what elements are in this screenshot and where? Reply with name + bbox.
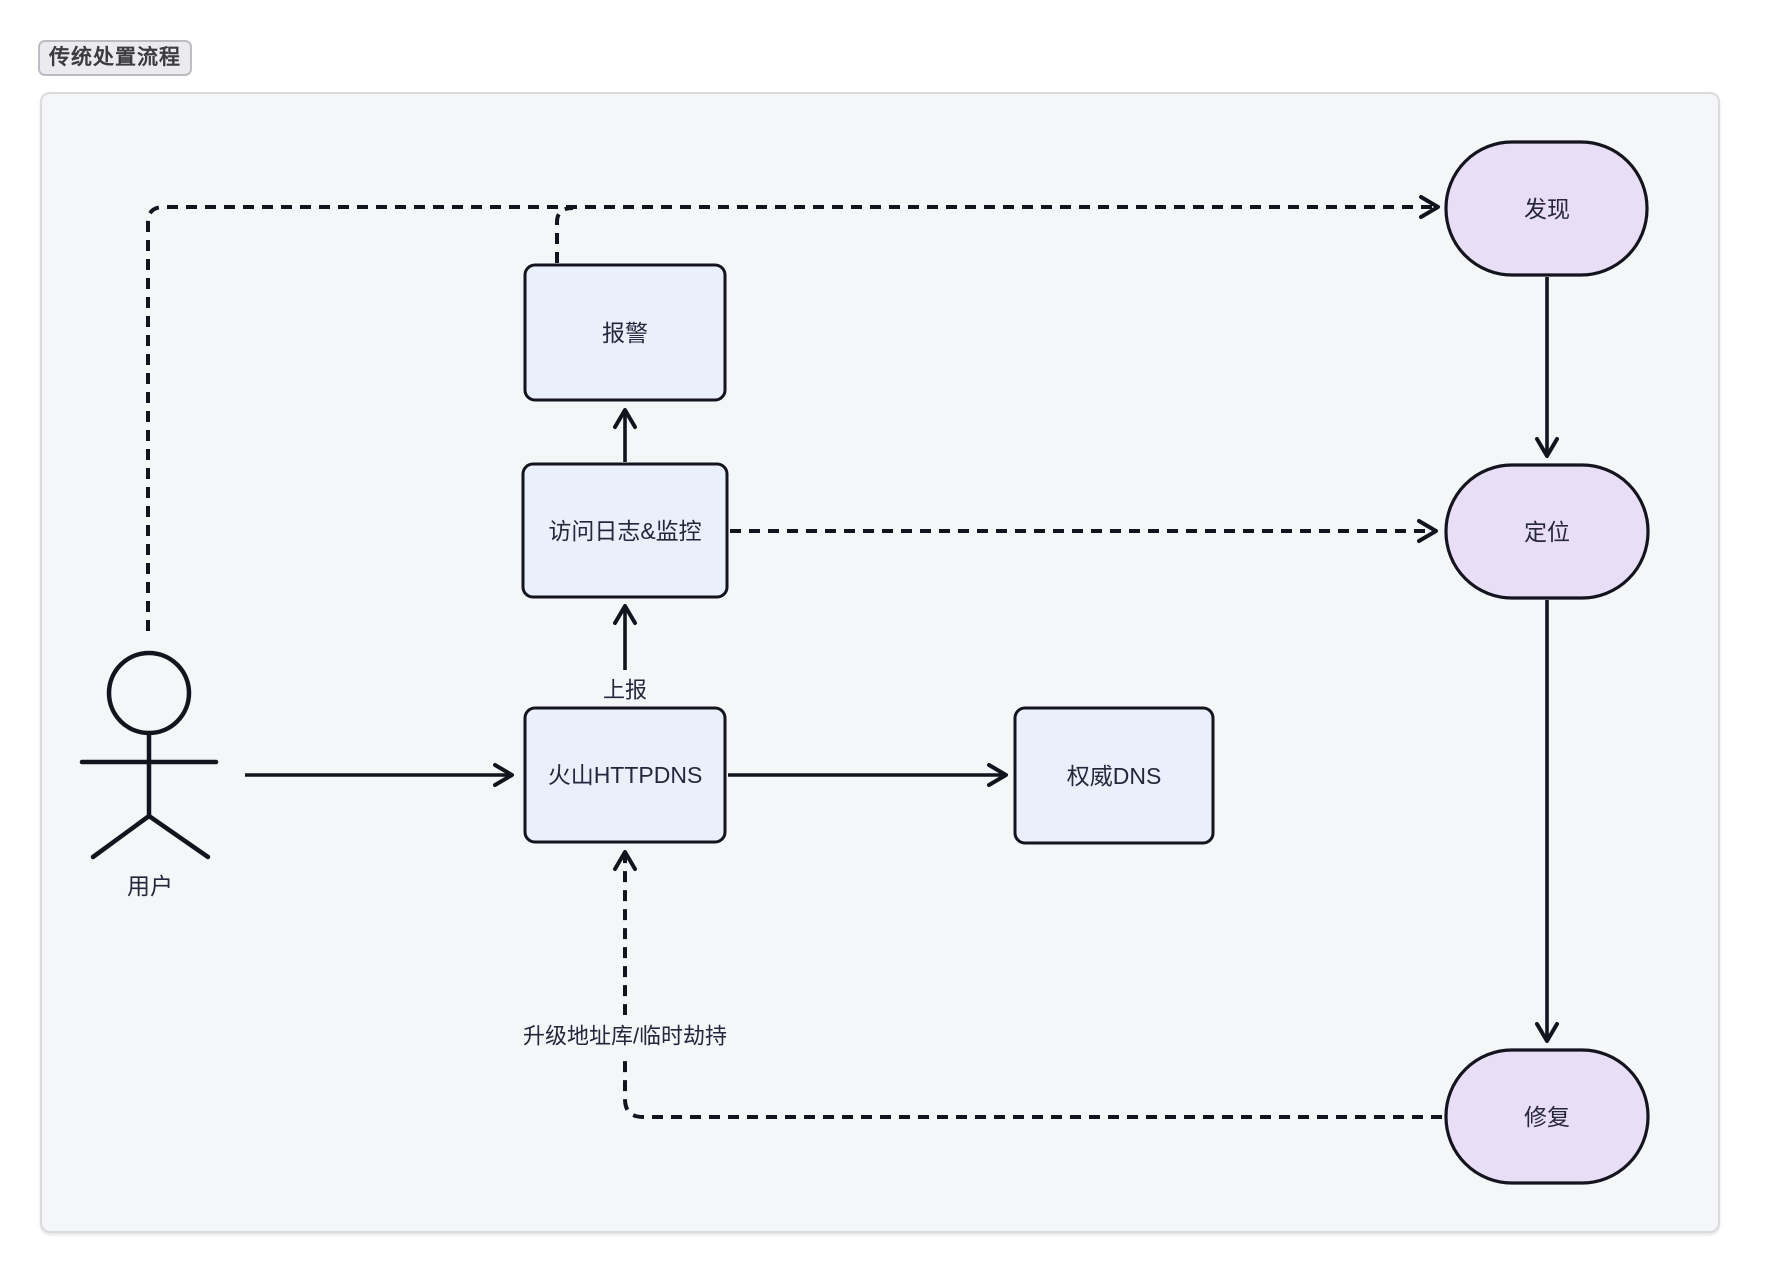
node-locate-label: 定位 <box>1524 519 1570 545</box>
user-head <box>106 650 192 736</box>
node-httpdns-label: 火山HTTPDNS <box>548 762 703 788</box>
node-discover: 发现 <box>1444 140 1649 277</box>
user-label: 用户 <box>127 873 173 899</box>
edge-label-report-text: 上报 <box>603 678 647 703</box>
diagram-title-badge: 传统处置流程 <box>38 40 192 76</box>
edge-user-to-discover <box>146 195 1440 631</box>
node-repair: 修复 <box>1444 1048 1650 1185</box>
node-locate: 定位 <box>1444 463 1650 600</box>
node-httpdns: 火山HTTPDNS <box>523 706 727 844</box>
user-leg-right <box>146 813 211 860</box>
node-authdns: 权威DNS <box>1013 706 1215 845</box>
node-user: 用户 <box>79 650 219 899</box>
edge-repair-to-httpdns <box>613 850 1442 1119</box>
node-alarm-label: 报警 <box>602 320 648 346</box>
node-logs: 访问日志&监控 <box>521 462 729 599</box>
node-alarm: 报警 <box>523 263 727 402</box>
node-authdns-label: 权威DNS <box>1067 763 1162 789</box>
user-leg-left <box>90 813 152 860</box>
diagram-canvas <box>40 92 1720 1233</box>
node-discover-label: 发现 <box>1524 196 1570 222</box>
node-repair-label: 修复 <box>1524 1104 1570 1130</box>
edge-label-upgrade-text: 升级地址库/临时劫持 <box>523 1024 727 1049</box>
edge-label-report: 上报 <box>591 670 659 708</box>
edge-alarm-to-discover <box>555 206 574 263</box>
node-logs-label: 访问日志&监控 <box>548 518 701 544</box>
edge-label-upgrade: 升级地址库/临时劫持 <box>504 1015 746 1055</box>
